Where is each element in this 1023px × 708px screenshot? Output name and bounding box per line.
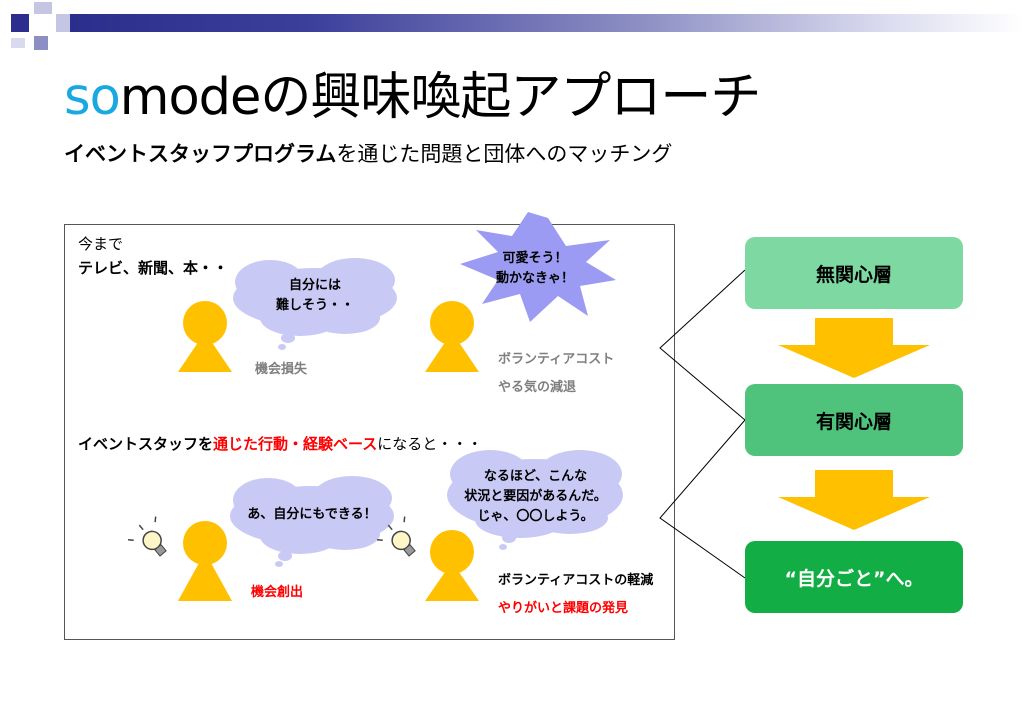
lost-opportunity: 機会損失 bbox=[255, 362, 308, 377]
down-arrow-icon bbox=[778, 318, 930, 378]
discovery: やりがいと課題の発見 bbox=[498, 601, 629, 616]
stage-interested: 有関心層 bbox=[745, 384, 963, 456]
cloud-b-line1: なるほど、こんな bbox=[483, 469, 588, 484]
burst-line2: 動かなきゃ！ bbox=[495, 271, 574, 286]
person-icon bbox=[425, 530, 479, 601]
mid-suffix: になると・・・ bbox=[377, 435, 483, 453]
opportunity-created: 機会創出 bbox=[251, 585, 304, 600]
cloud-b-line3: じゃ、〇〇しよう。 bbox=[477, 509, 594, 524]
deco-square bbox=[34, 2, 52, 14]
cloud-left-line2: 難しそう・・ bbox=[275, 298, 354, 313]
cloud-a-text: あ、自分にもできる！ bbox=[247, 507, 377, 522]
cloud-left-line1: 自分には bbox=[288, 278, 341, 293]
thought-cloud-icon bbox=[447, 450, 623, 550]
motivation-decline: やる気の減退 bbox=[498, 380, 577, 395]
thought-cloud-icon bbox=[233, 258, 397, 350]
person-icon bbox=[178, 301, 232, 372]
deco-square bbox=[56, 14, 70, 32]
thought-cloud-icon bbox=[230, 476, 394, 567]
lightbulb-icon bbox=[128, 516, 167, 557]
deco-square bbox=[34, 36, 48, 50]
header-decoration bbox=[0, 0, 80, 60]
subtitle-rest: を通じた問題と団体へのマッチング bbox=[336, 142, 673, 166]
subtitle-bold: イベントスタッフプログラム bbox=[64, 142, 337, 166]
before-label: 今まで bbox=[78, 235, 124, 253]
title-rest: modeの興味喚起アプローチ bbox=[119, 68, 762, 127]
deco-square bbox=[11, 14, 29, 32]
cost-reduced: ボランティアコストの軽減 bbox=[498, 573, 654, 588]
burst-line1: 可愛そう！ bbox=[502, 251, 568, 266]
page-title: somodeの興味喚起アプローチ bbox=[64, 68, 762, 128]
lightbulb-icon bbox=[377, 516, 416, 557]
person-icon bbox=[425, 301, 479, 372]
connector-lines bbox=[659, 269, 746, 579]
stage-indifferent: 無関心層 bbox=[745, 237, 963, 309]
cloud-b-line2: 状況と要因があるんだ。 bbox=[464, 489, 607, 504]
header-bar bbox=[70, 14, 1023, 32]
volunteer-cost: ボランティアコスト bbox=[498, 352, 615, 367]
title-accent: so bbox=[64, 68, 121, 127]
mid-highlight: 通じた行動・経験ベース bbox=[213, 435, 378, 453]
mid-statement: イベントスタッフを通じた行動・経験ベースになると・・・ bbox=[78, 433, 482, 455]
person-icon bbox=[178, 521, 232, 601]
page-subtitle: イベントスタッフプログラムを通じた問題と団体へのマッチング bbox=[64, 140, 672, 168]
deco-square bbox=[11, 38, 25, 48]
down-arrow-icon bbox=[778, 470, 930, 530]
burst-icon bbox=[460, 212, 616, 322]
mid-prefix: イベントスタッフを bbox=[78, 435, 214, 453]
stage-personal: “自分ごと”へ。 bbox=[745, 541, 963, 613]
before-media: テレビ、新聞、本・・ bbox=[78, 259, 229, 277]
illustration-box bbox=[64, 224, 675, 640]
